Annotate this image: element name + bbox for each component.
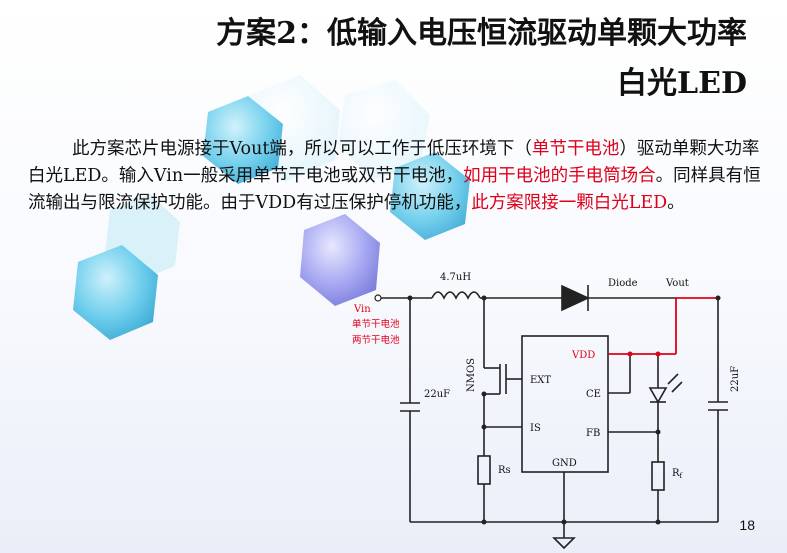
highlight-text: 此方案限接一颗白光LED bbox=[471, 193, 668, 213]
body-paragraph: 此方案芯片电源接于Vout端，所以可以工作于低压环境下（单节干电池）驱动单颗大功… bbox=[28, 136, 763, 217]
vin-label: Vin bbox=[353, 304, 371, 315]
input-cap-label: 22uF bbox=[424, 389, 450, 400]
ic-chip bbox=[521, 335, 609, 473]
pin-gnd-label: GND bbox=[552, 458, 577, 469]
pin-fb-label: FB bbox=[586, 428, 600, 439]
ground-symbol bbox=[552, 537, 576, 550]
pin-ce-label: CE bbox=[586, 389, 601, 400]
vin-note-double: 两节干电池 bbox=[352, 334, 400, 346]
hexagon-cyan bbox=[390, 152, 470, 240]
hexagon-light bbox=[338, 80, 430, 180]
rf-label: Rf bbox=[672, 468, 684, 480]
page-number: 18 bbox=[739, 517, 755, 533]
paragraph-text: 。同样具有恒流输出与限流保护功能。由于VDD有过压保护停机功能， bbox=[28, 166, 761, 213]
paragraph-text: 此方案芯片电源接于Vout端，所以可以工作于低压环境下（ bbox=[72, 139, 532, 159]
hexagon-cyan bbox=[73, 245, 158, 340]
inductor-coil bbox=[431, 291, 481, 300]
output-cap-label: 22uF bbox=[730, 366, 741, 392]
pin-vdd-label: VDD bbox=[571, 350, 595, 361]
vin-note-single: 单节干电池 bbox=[352, 318, 400, 330]
highlight-text: 如用干电池的手电筒场合 bbox=[463, 166, 656, 186]
led-symbol bbox=[648, 387, 668, 404]
paragraph-text: 。 bbox=[667, 193, 685, 213]
vout-label: Vout bbox=[665, 278, 689, 289]
hexagon-purple bbox=[300, 214, 380, 306]
resistor-rs bbox=[477, 455, 491, 485]
pin-ext-label: EXT bbox=[530, 375, 551, 386]
nmos-label: NMOS bbox=[466, 358, 477, 392]
pin-is-label: IS bbox=[530, 423, 541, 434]
highlight-text: 单节干电池 bbox=[531, 139, 620, 159]
hexagon-cyan bbox=[203, 96, 283, 184]
resistor-rf bbox=[651, 461, 665, 491]
diode-symbol bbox=[561, 284, 590, 312]
inductor-label: 4.7uH bbox=[440, 272, 471, 283]
slide-title-line-2: 白光LED bbox=[617, 66, 747, 101]
slide-title-line-1: 方案2：低输入电压恒流驱动单颗大功率 bbox=[216, 16, 747, 51]
paragraph-text: ）驱动单颗大功率白光LED。输入Vin一般采用单节干电池或双节干电池， bbox=[28, 139, 760, 186]
rs-label: Rs bbox=[498, 465, 511, 476]
diode-label: Diode bbox=[608, 278, 638, 289]
